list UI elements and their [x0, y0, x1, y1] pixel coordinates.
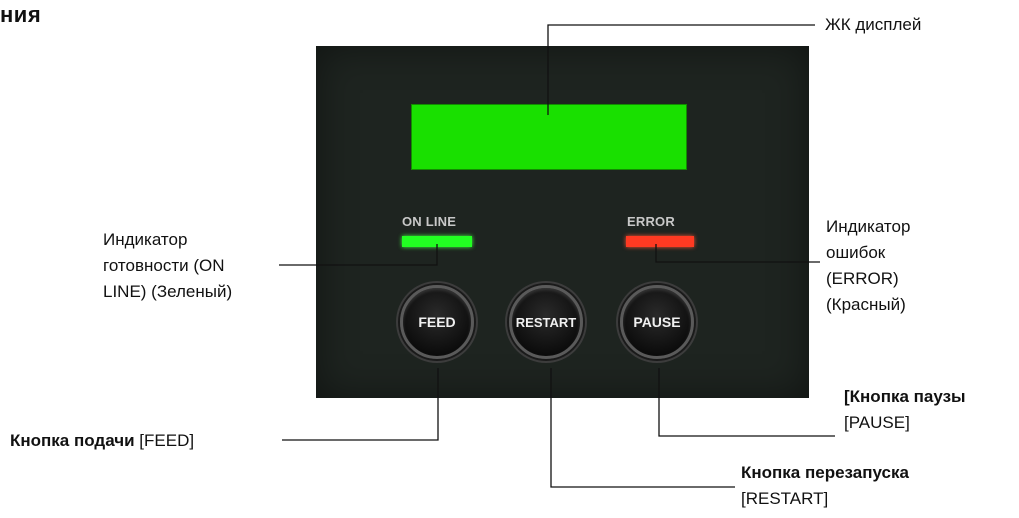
lcd-leader-line [547, 24, 815, 115]
feed-callout: Кнопка подачи [FEED] [10, 428, 194, 454]
pause-callout-title: [Кнопка паузы [844, 387, 966, 406]
feed-callout-title: Кнопка подачи [10, 431, 135, 450]
error-indicator-led [626, 236, 694, 247]
pause-button[interactable]: PAUSE [620, 285, 694, 359]
online-callout-line: LINE) (Зеленый) [103, 282, 233, 301]
pause-leader-line [658, 368, 835, 437]
online-callout-line: Индикатор [103, 230, 188, 249]
error-callout: Индикатор ошибок (ERROR) (Красный) [826, 214, 910, 318]
error-indicator-label: ERROR [627, 214, 675, 229]
restart-callout-code: [RESTART] [741, 489, 829, 508]
error-leader-line [655, 244, 820, 263]
online-indicator-label: ON LINE [402, 214, 457, 229]
feed-callout-code: [FEED] [139, 431, 195, 450]
feed-leader-line [282, 368, 439, 441]
error-callout-line: Индикатор [826, 217, 911, 236]
restart-leader-line [550, 368, 735, 488]
error-callout-line: ошибок [826, 243, 886, 262]
online-indicator-led [402, 236, 472, 247]
section-heading: ния [0, 2, 42, 27]
pause-callout-code: [PAUSE] [844, 413, 910, 432]
pause-callout: [Кнопка паузы [PAUSE] [844, 384, 966, 436]
restart-callout: Кнопка перезапуска [RESTART] [741, 460, 909, 512]
error-callout-line: (ERROR) [826, 269, 899, 288]
feed-button[interactable]: FEED [400, 285, 474, 359]
restart-button[interactable]: RESTART [509, 285, 583, 359]
restart-callout-title: Кнопка перезапуска [741, 463, 909, 482]
lcd-display [411, 104, 687, 170]
error-callout-line: (Красный) [826, 295, 906, 314]
lcd-callout: ЖК дисплей [825, 15, 922, 34]
online-callout: Индикатор готовности (ON LINE) (Зеленый) [103, 227, 232, 305]
online-callout-line: готовности (ON [103, 256, 225, 275]
online-leader-line [279, 244, 438, 266]
